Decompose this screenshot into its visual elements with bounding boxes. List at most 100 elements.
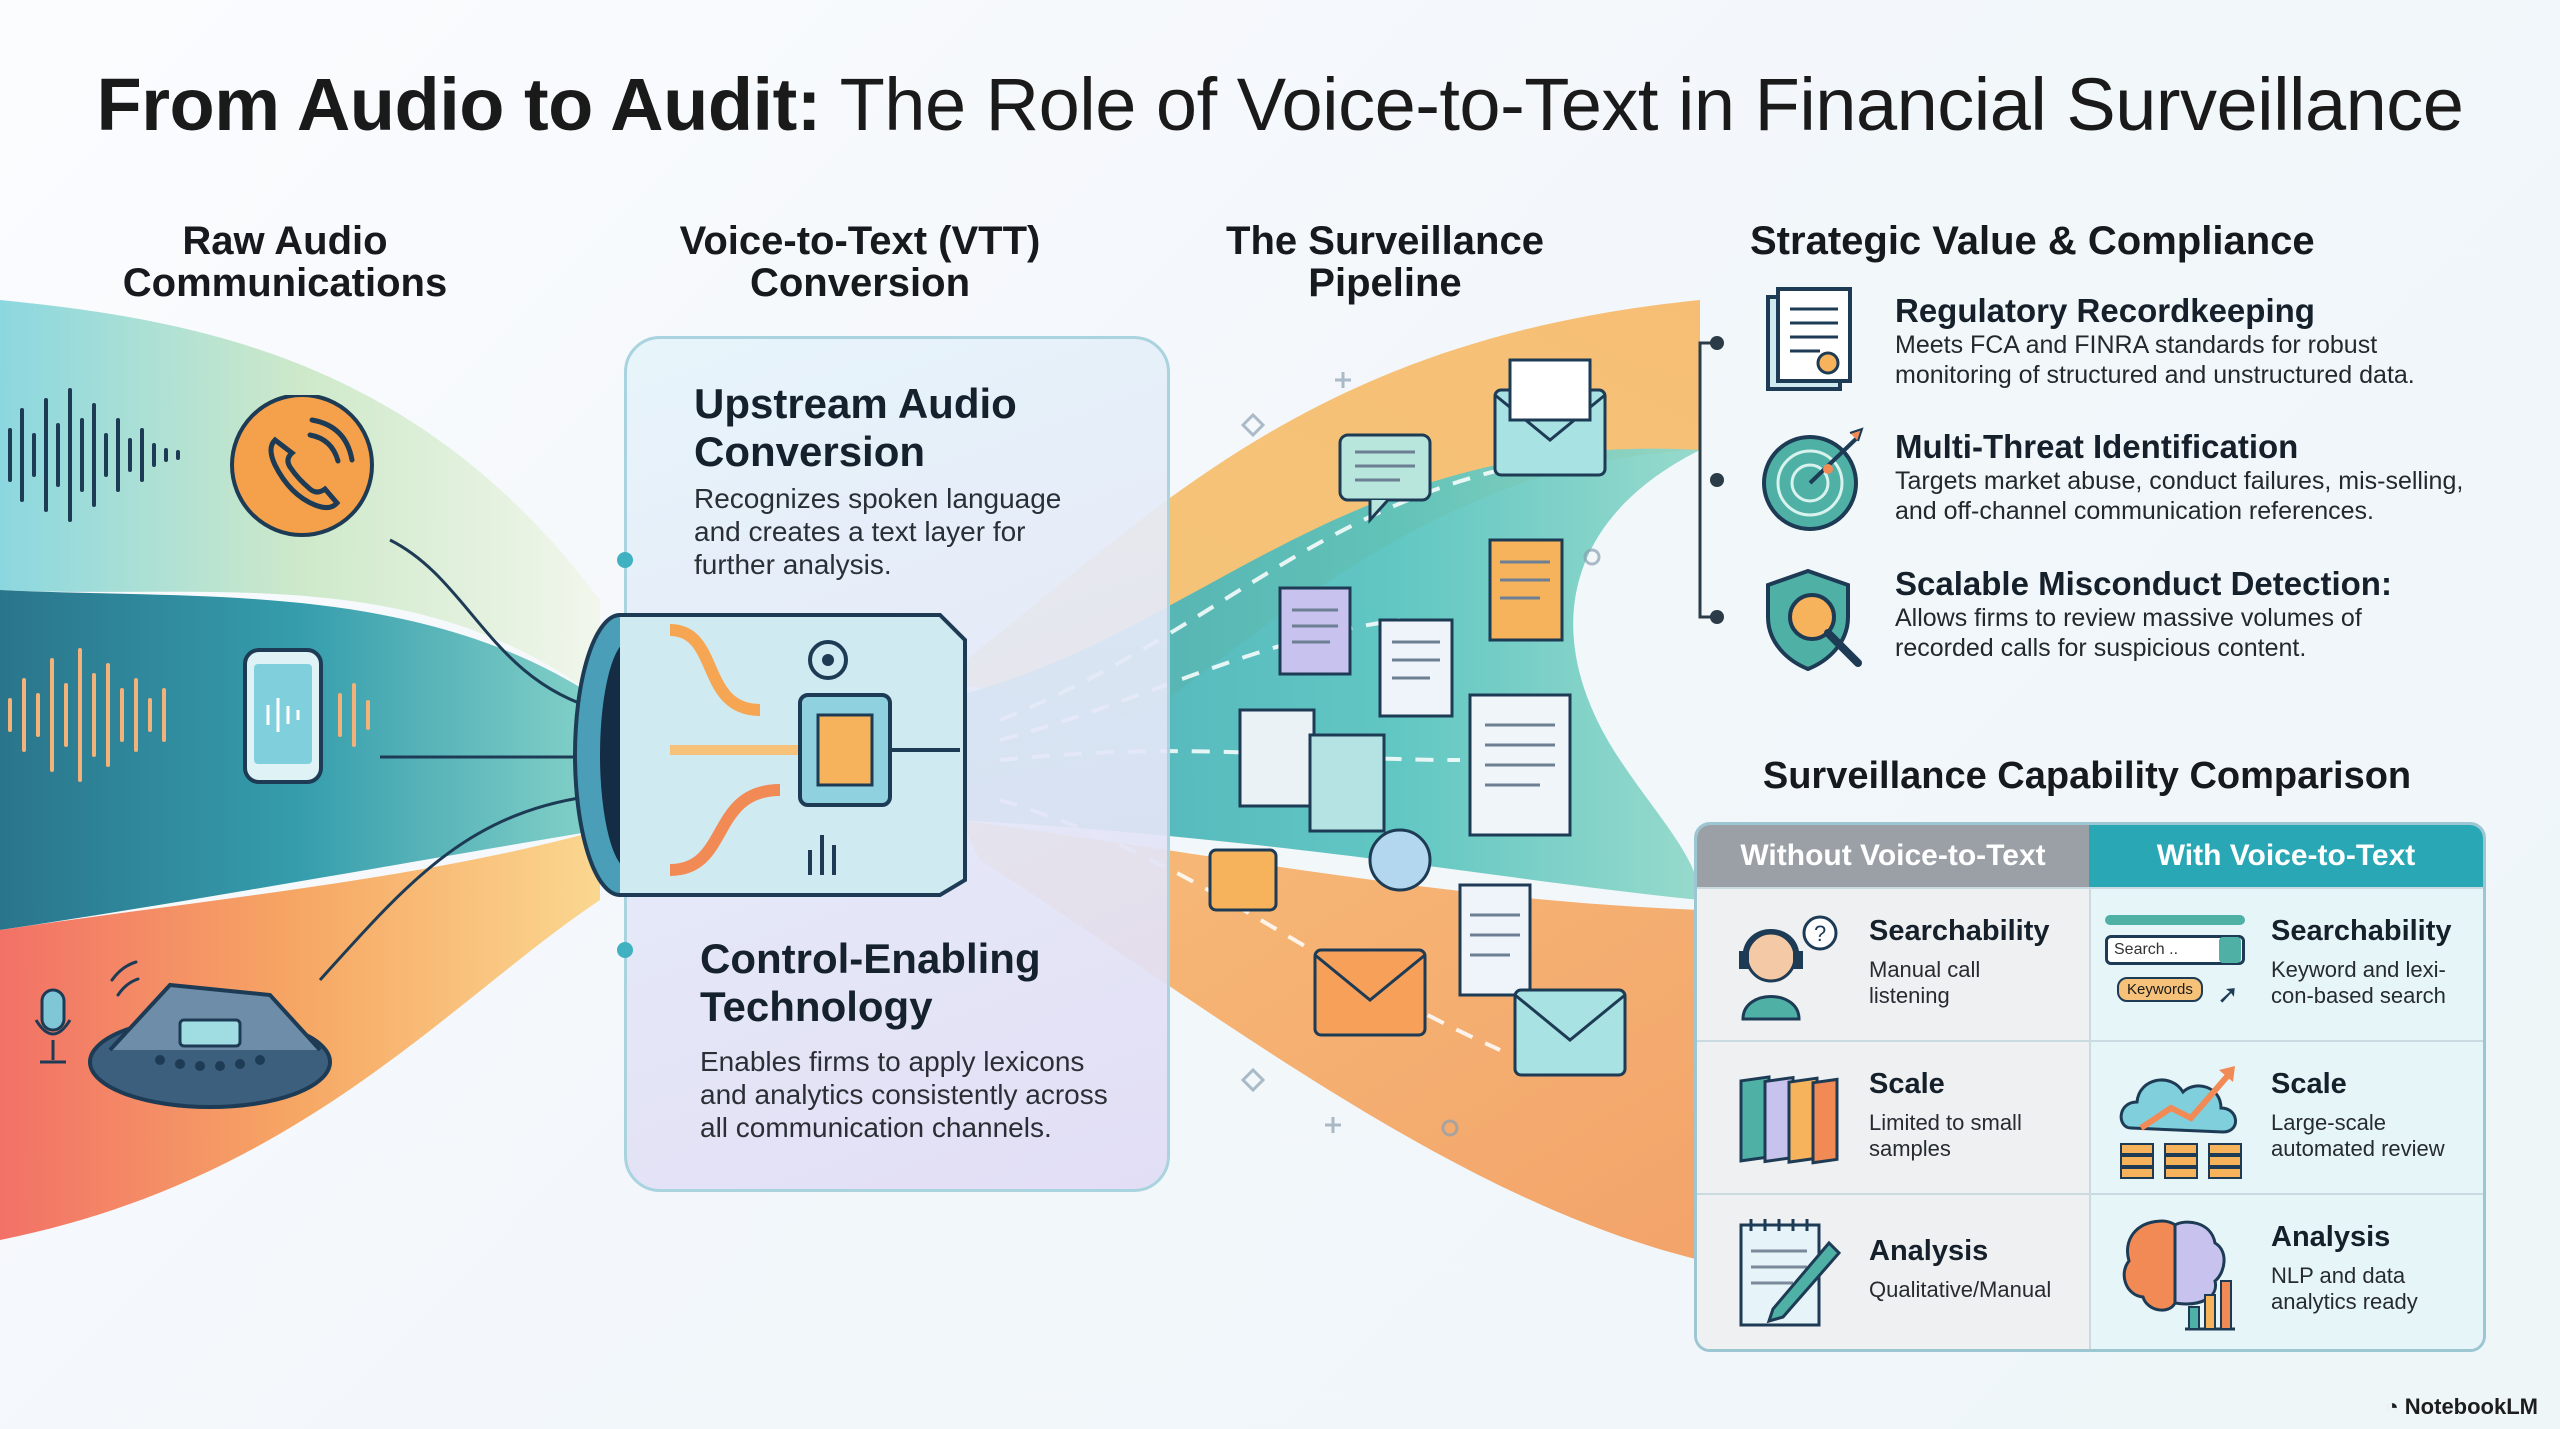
header-without: Without Voice-to-Text (1697, 825, 2089, 887)
page-title: From Audio to Audit: The Role of Voice-t… (0, 62, 2560, 147)
search-bar-top (2105, 915, 2245, 925)
cell-heading: Analysis (1869, 1235, 1989, 1267)
text-line: Meets FCA and FINRA standards for robust (1895, 331, 2378, 359)
title-regular: The Role of Voice-to-Text in Financial S… (820, 63, 2464, 146)
cell-heading: Scale (2271, 1068, 2347, 1100)
column-heading-raw-audio: Raw Audio Communications (80, 220, 490, 304)
strategic-item-text: Allows firms to review massive volumes o… (1895, 603, 2535, 663)
column-heading-strategic: Strategic Value & Compliance (1750, 219, 2315, 263)
strategic-item-text: Targets market abuse, conduct failures, … (1895, 466, 2535, 526)
text-line: Large-scale (2271, 1110, 2386, 1135)
text-line: automated review (2271, 1136, 2445, 1161)
control-text: Enables firms to apply lexicons and anal… (700, 1045, 1150, 1144)
text-line: Targets market abuse, conduct failures, … (1895, 467, 2464, 495)
strategic-item-recordkeeping: Regulatory Recordkeeping Meets FCA and F… (1895, 292, 2535, 390)
control-heading: Control-Enabling Technology (700, 935, 1150, 1031)
text-line: and analytics consistently across (700, 1079, 1108, 1110)
heading-line: Communications (122, 261, 448, 305)
shield-magnifier-icon (1766, 568, 1862, 672)
comparison-table: Without Voice-to-Text With Voice-to-Text… (1694, 822, 2486, 1352)
keywords-chip: Keywords (2117, 977, 2203, 1002)
input-arrows (318, 538, 618, 982)
text-line: con-based search (2271, 983, 2446, 1008)
search-bar-icon: Search .. Keywords ➚ (2105, 915, 2245, 1025)
heading-line: Control-Enabling (700, 935, 1041, 982)
control-block: Control-Enabling Technology Enables firm… (700, 935, 1150, 1144)
question-mark-icon: ? (1814, 921, 1826, 946)
text-line: Qualitative/Manual (1869, 1277, 2052, 1302)
text-line: Keyword and lexi- (2271, 957, 2446, 982)
cell-without-analysis: Analysis Qualitative/Manual (1697, 1193, 2089, 1349)
text-line: and creates a text layer for (694, 516, 1026, 547)
text-line: analytics ready (2271, 1289, 2418, 1314)
cell-heading: Scale (1869, 1068, 1945, 1100)
cell-text: Keyword and lexi- con-based search (2271, 957, 2446, 1009)
cloud-growth-icon (2119, 1066, 2242, 1179)
column-heading-pipeline: The Surveillance Pipeline (1160, 220, 1610, 304)
headset-person-icon: ? (1739, 915, 1838, 1021)
text-line: Manual call (1869, 957, 1981, 982)
cell-text: NLP and data analytics ready (2271, 1263, 2418, 1315)
upstream-heading: Upstream Audio Conversion (694, 380, 1134, 476)
heading-line: Voice-to-Text (VTT) (679, 219, 1041, 263)
text-line: listening (1869, 983, 1950, 1008)
search-icon (2219, 937, 2241, 963)
strategic-item-heading: Regulatory Recordkeeping (1895, 292, 2315, 329)
text-line: monitoring of structured and unstructure… (1895, 361, 2415, 389)
text-line: samples (1869, 1136, 1951, 1161)
mobile-audio-icon (8, 648, 370, 784)
strategic-item-misconduct: Scalable Misconduct Detection: Allows fi… (1895, 565, 2535, 663)
heading-line: Conversion (749, 261, 971, 305)
text-line: and off-channel communication references… (1895, 497, 2374, 525)
strategic-item-threat: Multi-Threat Identification Targets mark… (1895, 428, 2535, 526)
header-with: With Voice-to-Text (2089, 825, 2483, 887)
soundwave-icon (8, 388, 180, 522)
cell-with-searchability: Search .. Keywords ➚ Searchability Keywo… (2089, 887, 2483, 1042)
heading-line: Raw Audio (182, 219, 388, 263)
footer-brand: ◔NotebookLM (2386, 1394, 2539, 1420)
strategic-item-text: Meets FCA and FINRA standards for robust… (1895, 330, 2535, 390)
panel-connectors (617, 552, 633, 958)
vtt-processor-icon (573, 613, 967, 897)
heading-line: Technology (700, 983, 933, 1030)
cell-with-scale: Scale Large-scale automated review (2089, 1040, 2483, 1195)
cell-text: Large-scale automated review (2271, 1110, 2445, 1162)
cell-without-searchability: ? Searchability Manual call listening (1697, 887, 2089, 1042)
footer-label: NotebookLM (2404, 1394, 2538, 1419)
text-line: further analysis. (694, 549, 892, 580)
cell-without-scale: Scale Limited to small samples (1697, 1040, 2089, 1195)
cell-text: Qualitative/Manual (1869, 1277, 2051, 1303)
heading-line: The Surveillance (1226, 219, 1544, 263)
cell-heading: Searchability (2271, 915, 2452, 947)
text-line: recorded calls for suspicious content. (1895, 634, 2307, 662)
cell-heading: Searchability (1869, 915, 2050, 947)
cell-text: Limited to small samples (1869, 1110, 2022, 1162)
radar-icon (1762, 427, 1864, 531)
cell-heading: Analysis (2271, 1221, 2391, 1253)
text-line: Enables firms to apply lexicons (700, 1046, 1085, 1077)
column-heading-vtt: Voice-to-Text (VTT) Conversion (620, 220, 1100, 304)
heading-line: Conversion (694, 428, 926, 475)
comparison-title: Surveillance Capability Comparison (1762, 755, 2412, 797)
text-line: Limited to small (1869, 1110, 2022, 1135)
text-line: NLP and data (2271, 1263, 2406, 1288)
brain-chart-icon (2122, 1219, 2235, 1331)
pipeline-documents (1208, 358, 1627, 1077)
upstream-text: Recognizes spoken language and creates a… (694, 482, 1134, 581)
upstream-block: Upstream Audio Conversion Recognizes spo… (694, 380, 1134, 581)
title-bold: From Audio to Audit: (96, 63, 822, 146)
conference-phone-icon (34, 960, 332, 1109)
cursor-icon: ➚ (2217, 979, 2239, 1009)
books-icon (1739, 1075, 1839, 1165)
phone-call-icon (230, 395, 374, 537)
text-line: all communication channels. (700, 1112, 1052, 1143)
notebooklm-logo-icon: ◔ (2385, 1394, 2399, 1419)
strategic-item-heading: Scalable Misconduct Detection: (1895, 565, 2392, 602)
cell-with-analysis: Analysis NLP and data analytics ready (2089, 1193, 2483, 1349)
notepad-pen-icon (1739, 1219, 1842, 1327)
text-line: Recognizes spoken language (694, 483, 1062, 514)
text-line: Allows firms to review massive volumes o… (1895, 604, 2362, 632)
heading-line: Upstream Audio (694, 380, 1017, 427)
strategic-item-heading: Multi-Threat Identification (1895, 428, 2299, 465)
heading-line: Pipeline (1308, 261, 1462, 305)
